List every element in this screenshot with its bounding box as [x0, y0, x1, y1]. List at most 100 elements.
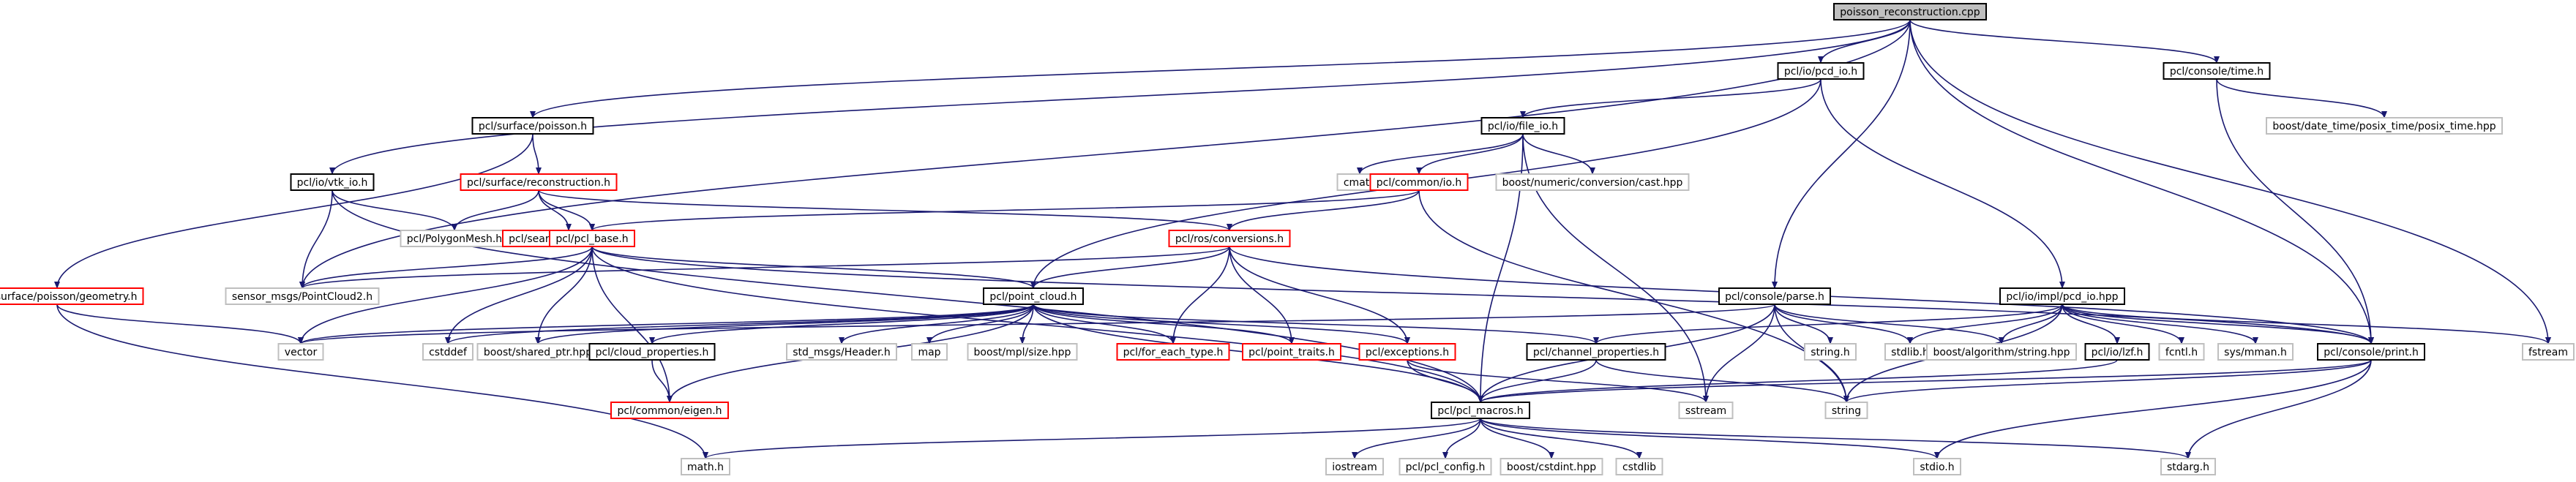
- edge-pcl-surface-poisson-geometry-h-to-vector: [56, 304, 304, 344]
- node-pcl-console-time-h[interactable]: pcl/console/time.h: [2163, 62, 2271, 80]
- node-label: pcl/io/pcd_io.h: [1784, 66, 1857, 78]
- edge-pcl-io-vtk-io-h-to-pcl-pcl-macros-h: [332, 189, 1483, 403]
- edge-pcl-common-io-h-to-pcl-ros-conversions-h: [1227, 189, 1420, 231]
- edge-pcl-surface-poisson-geometry-h-to-math-h: [56, 304, 708, 459]
- edge-pcl-point-cloud-h-to-std-msgs-Header-h: [839, 304, 1034, 344]
- node-pcl-io-pcd-io-h[interactable]: pcl/io/pcd_io.h: [1777, 62, 1865, 80]
- node-pcl-point-cloud-h[interactable]: pcl/point_cloud.h: [983, 287, 1084, 305]
- node-box: [2522, 343, 2575, 361]
- node-box: [0, 287, 144, 305]
- node-label: boost/shared_ptr.hpp: [484, 347, 592, 358]
- node-label: fstream: [2528, 347, 2568, 358]
- node-box: [422, 343, 473, 361]
- node-pcl-console-parse-h[interactable]: pcl/console/parse.h: [1718, 287, 1831, 305]
- edge-pcl-point-cloud-h-to-boost-shared-ptr-hpp: [535, 304, 1034, 344]
- node-sensor-msgs-PointCloud2-h: sensor_msgs/PointCloud2.h: [225, 287, 380, 305]
- node-box: [1168, 230, 1291, 247]
- node-box: [2266, 117, 2503, 135]
- edge-pcl-point-cloud-h-to-pcl-exceptions-h: [1033, 304, 1410, 344]
- node-string: string: [1824, 402, 1868, 419]
- node-box: [1480, 117, 1565, 135]
- node-boost-shared-ptr-hpp: boost/shared_ptr.hpp: [476, 343, 599, 361]
- node-vector: vector: [277, 343, 324, 361]
- node-stdio-h: stdio.h: [1913, 458, 1961, 475]
- edge-poisson-reconstruction-cpp-to-fstream: [1909, 19, 2551, 344]
- node-label: stdlib.h: [1891, 347, 1929, 358]
- edge-poisson-reconstruction-cpp-to-pcl-console-print-h: [1909, 19, 2374, 344]
- node-box: [1913, 458, 1961, 475]
- node-label: boost/algorithm/string.hpp: [1933, 347, 2070, 358]
- edge-pcl-cloud-properties-h-to-pcl-common-eigen-h: [651, 359, 673, 403]
- node-poisson-reconstruction-cpp[interactable]: poisson_reconstruction.cpp: [1833, 3, 1987, 20]
- node-pcl-for-each-type-h[interactable]: pcl/for_each_type.h: [1116, 343, 1230, 361]
- node-pcl-common-io-h[interactable]: pcl/common/io.h: [1369, 173, 1469, 191]
- node-label: pcl/common/io.h: [1377, 177, 1461, 189]
- node-string-h: string.h: [1804, 343, 1857, 361]
- node-box: [549, 230, 635, 247]
- node-box: [2317, 343, 2425, 361]
- node-pcl-surface-poisson-geometry-h[interactable]: pcl/surface/poisson/geometry.h: [0, 287, 144, 305]
- edge-pcl-surface-reconstruction-h-to-pcl-pcl-base-h: [538, 189, 595, 231]
- node-box: [2217, 343, 2294, 361]
- node-boost-cstdint-hpp: boost/cstdint.hpp: [1499, 458, 1603, 475]
- edge-pcl-io-file-io-h-to-pcl-common-io-h: [1416, 133, 1524, 175]
- node-label: cstddef: [429, 347, 468, 358]
- node-pcl-console-print-h[interactable]: pcl/console/print.h: [2317, 343, 2425, 361]
- edge-pcl-io-impl-pcd-io-hpp-to-pcl-io-lzf-h: [2062, 304, 2120, 344]
- edge-pcl-pcl-macros-h-to-stdio-h: [1480, 418, 1940, 459]
- node-box: [1804, 343, 1857, 361]
- node-box: [983, 287, 1084, 305]
- node-box: [2084, 343, 2150, 361]
- node-pcl-io-lzf-h[interactable]: pcl/io/lzf.h: [2084, 343, 2150, 361]
- node-pcl-exceptions-h[interactable]: pcl/exceptions.h: [1358, 343, 1456, 361]
- node-pcl-pcl-base-h[interactable]: pcl/pcl_base.h: [549, 230, 635, 247]
- node-boost-mpl-size-hpp: boost/mpl/size.hpp: [967, 343, 1078, 361]
- edge-pcl-io-pcd-io-h-to-pcl-io-file-io-h: [1520, 78, 1821, 118]
- node-boost-numeric-conversion-cast-hpp: boost/numeric/conversion/cast.hpp: [1495, 173, 1690, 191]
- edge-poisson-reconstruction-cpp-to-pcl-console-parse-h: [1772, 19, 1911, 289]
- node-pcl-channel-properties-h[interactable]: pcl/channel_properties.h: [1526, 343, 1666, 361]
- edge-pcl-ros-conversions-h-to-pcl-point-cloud-h: [1030, 246, 1230, 289]
- edge-pcl-ros-conversions-h-to-pcl-point-traits-h: [1229, 246, 1295, 344]
- edge-pcl-channel-properties-h-to-pcl-pcl-macros-h: [1478, 359, 1597, 403]
- node-pcl-io-vtk-io-h[interactable]: pcl/io/vtk_io.h: [290, 173, 375, 191]
- node-math-h: math.h: [681, 458, 730, 475]
- node-sys-mman-h: sys/mman.h: [2217, 343, 2294, 361]
- edge-pcl-point-cloud-h-to-pcl-channel-properties-h: [1033, 304, 1599, 344]
- node-box: [225, 287, 380, 305]
- edge-pcl-pcl-macros-h-to-stdarg-h: [1480, 418, 2191, 459]
- edge-pcl-io-lzf-h-to-pcl-pcl-macros-h: [1478, 359, 2118, 403]
- edge-pcl-surface-reconstruction-h-to-pcl-PolygonMesh-h: [452, 189, 539, 231]
- node-boost-date-time-posix-time-posix-time-hpp: boost/date_time/posix_time/posix_time.hp…: [2266, 117, 2503, 135]
- edge-pcl-point-cloud-h-to-cstddef: [445, 304, 1034, 344]
- edge-pcl-io-impl-pcd-io-hpp-to-fcntl-h: [2062, 304, 2184, 344]
- node-label: fcntl.h: [2165, 347, 2198, 358]
- node-pcl-surface-poisson-h[interactable]: pcl/surface/poisson.h: [471, 117, 594, 135]
- node-pcl-io-impl-pcd-io-hpp[interactable]: pcl/io/impl/pcd_io.hpp: [1999, 287, 2125, 305]
- node-label: string.h: [1811, 347, 1850, 358]
- node-pcl-point-traits-h[interactable]: pcl/point_traits.h: [1242, 343, 1341, 361]
- node-std-msgs-Header-h: std_msgs/Header.h: [786, 343, 897, 361]
- edge-pcl-pcl-macros-h-to-cstdlib: [1480, 418, 1642, 459]
- node-label: string: [1832, 405, 1861, 417]
- edge-pcl-io-impl-pcd-io-hpp-to-fstream: [2062, 304, 2551, 344]
- node-pcl-common-eigen-h[interactable]: pcl/common/eigen.h: [610, 402, 729, 419]
- node-label: pcl/console/parse.h: [1725, 291, 1824, 303]
- node-pcl-pcl-macros-h[interactable]: pcl/pcl_macros.h: [1431, 402, 1530, 419]
- node-pcl-PolygonMesh-h: pcl/PolygonMesh.h: [400, 230, 509, 247]
- node-label: cstdlib: [1622, 462, 1656, 473]
- edge-pcl-pcl-base-h-to-boost-shared-ptr-hpp: [535, 246, 593, 344]
- node-pcl-cloud-properties-h[interactable]: pcl/cloud_properties.h: [588, 343, 716, 361]
- edge-pcl-pcl-base-h-to-vector: [298, 246, 593, 344]
- node-pcl-io-file-io-h[interactable]: pcl/io/file_io.h: [1480, 117, 1565, 135]
- edge-poisson-reconstruction-cpp-to-pcl-io-vtk-io-h: [329, 19, 1911, 175]
- edge-pcl-surface-reconstruction-h-to-pcl-ros-conversions-h: [538, 189, 1232, 231]
- node-box: [1718, 287, 1831, 305]
- edge-pcl-io-impl-pcd-io-hpp-to-pcl-channel-properties-h: [1593, 304, 2063, 344]
- node-pcl-ros-conversions-h[interactable]: pcl/ros/conversions.h: [1168, 230, 1291, 247]
- node-box: [786, 343, 897, 361]
- edge-pcl-pcl-base-h-to-pcl-console-print-h: [591, 246, 2374, 344]
- node-label: pcl/surface/poisson.h: [479, 121, 587, 132]
- node-pcl-surface-reconstruction-h[interactable]: pcl/surface/reconstruction.h: [460, 173, 618, 191]
- node-stdlib-h: stdlib.h: [1884, 343, 1936, 361]
